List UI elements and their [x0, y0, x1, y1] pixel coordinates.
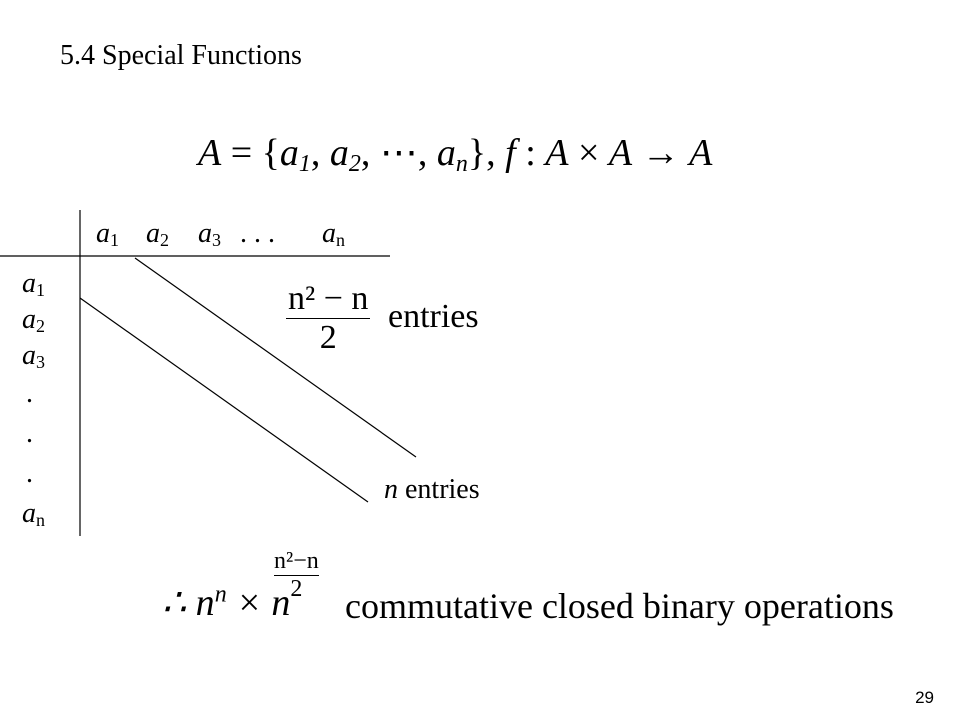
- column-header-a2: a2: [146, 218, 169, 250]
- page-number: 29: [915, 688, 934, 707]
- exponent-numerator: n²−n: [274, 548, 319, 574]
- exponent-n: n: [214, 581, 227, 608]
- column-header-ellipsis: . . .: [240, 218, 275, 249]
- fraction-denominator: 2: [319, 319, 337, 356]
- main-diagonal-line: [79, 297, 369, 503]
- row-header-a2: a2: [22, 304, 45, 336]
- set-definition-formula: A = {a1, a2, ⋯, an}, f : A × A → A: [198, 132, 713, 177]
- row-header-dot: .: [26, 418, 33, 449]
- function-f: f: [505, 132, 516, 174]
- column-header-a1: a1: [96, 218, 119, 250]
- therefore-n: ∴ n: [162, 582, 215, 624]
- set-A: A: [198, 132, 222, 174]
- column-header-a3: a3: [198, 218, 221, 250]
- diagonal-entries-label: n entries: [384, 474, 480, 505]
- fraction-numerator: n² − n: [288, 280, 369, 317]
- upper-diagonal-line: [134, 257, 417, 458]
- row-header-dot: .: [26, 458, 33, 489]
- exponent-denominator: 2: [290, 576, 303, 602]
- column-header-an: an: [322, 218, 345, 250]
- times-n: × n: [226, 582, 291, 624]
- result-exponent-fraction: n²−n 2: [274, 548, 319, 603]
- row-header-a1: a1: [22, 268, 45, 300]
- row-header-dot: .: [26, 378, 33, 409]
- upper-entries-label: entries: [388, 298, 479, 335]
- row-header-a3: a3: [22, 340, 45, 372]
- fraction-bar: [286, 318, 371, 319]
- upper-entries-fraction: n² − n 2: [284, 280, 372, 357]
- row-header-an: an: [22, 498, 45, 530]
- slide-title: 5.4 Special Functions: [60, 40, 302, 71]
- exponent-bar: [274, 575, 319, 576]
- result-formula: ∴ nn × n: [162, 580, 290, 625]
- result-description: commutative closed binary operations: [345, 586, 894, 626]
